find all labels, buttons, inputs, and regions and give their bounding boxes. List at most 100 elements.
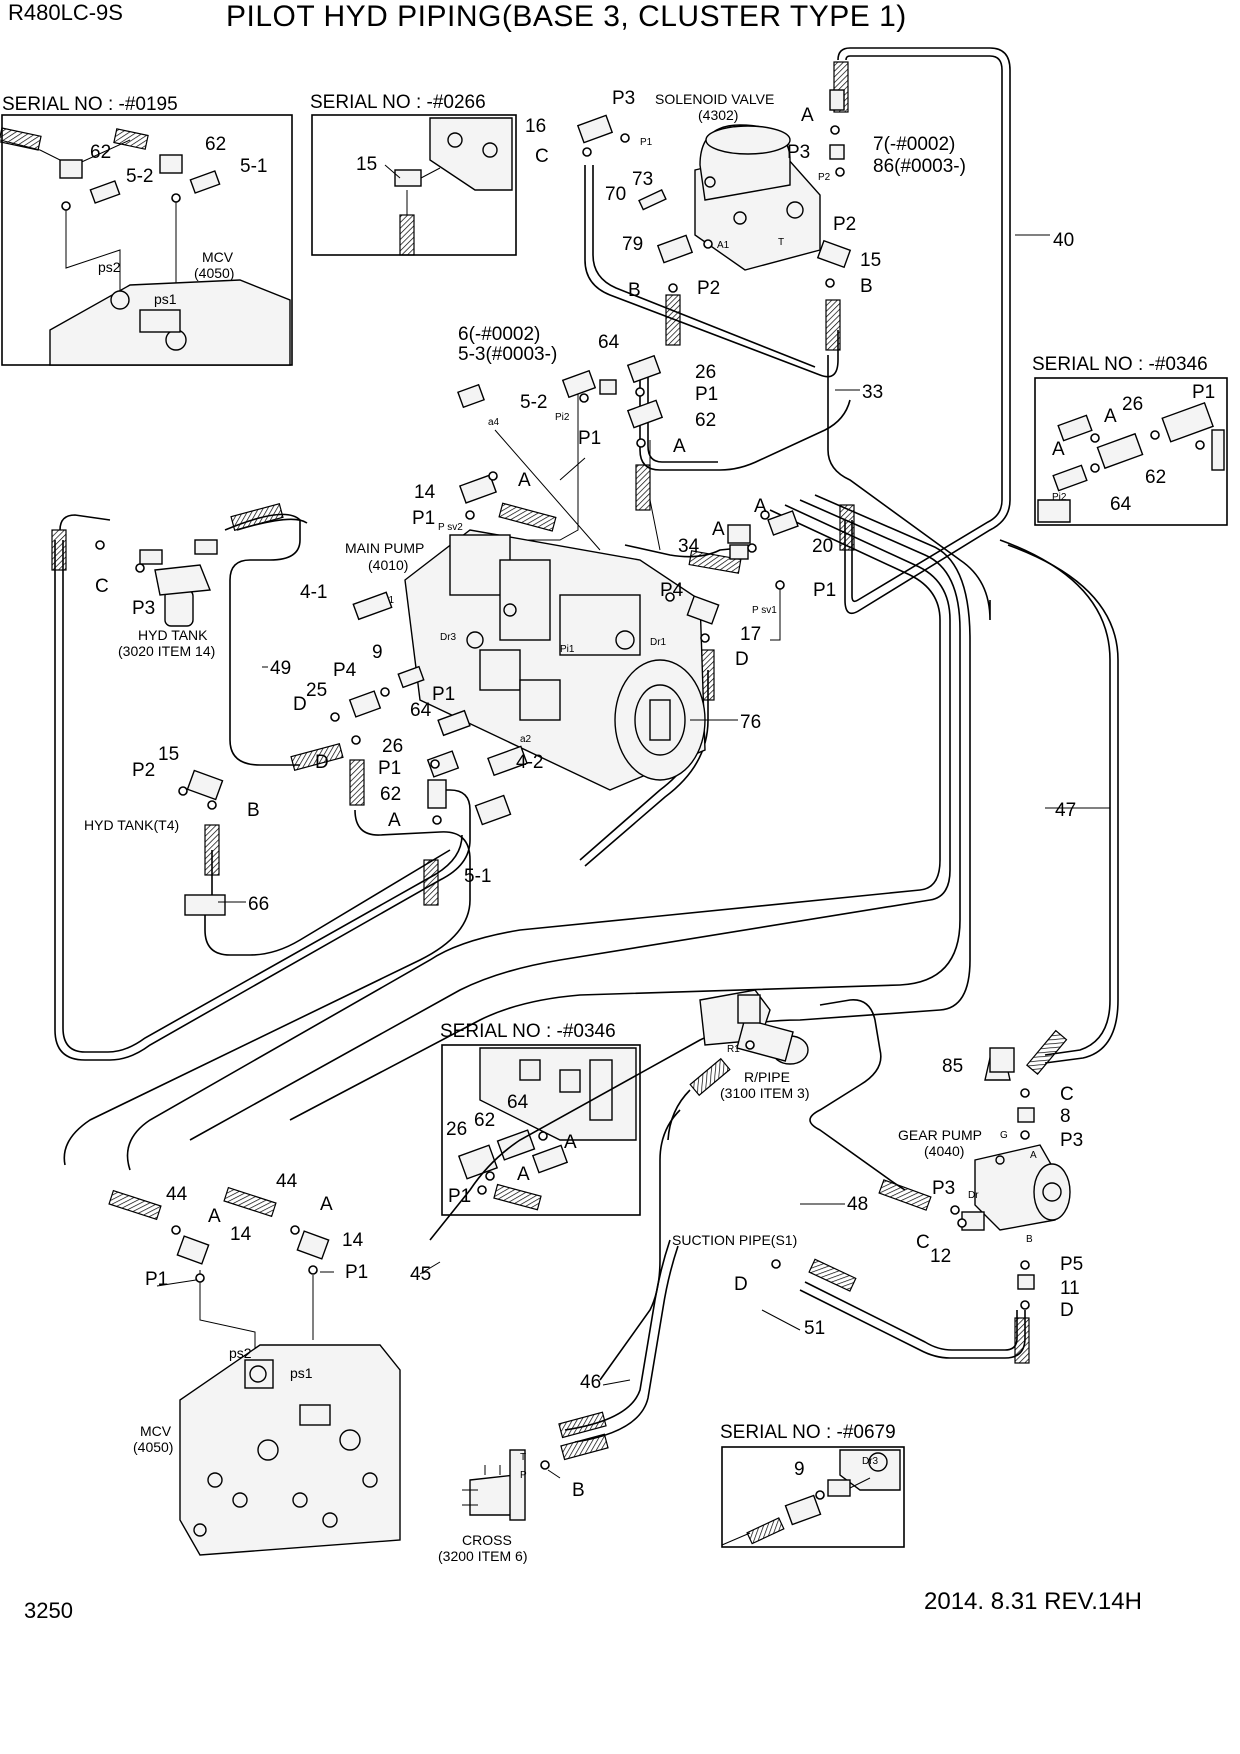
fittings bbox=[139, 89, 1035, 1290]
svg-text:79: 79 bbox=[622, 234, 643, 255]
revision-date: 2014. 8.31 REV.14H bbox=[924, 1588, 1142, 1615]
svg-text:A: A bbox=[388, 810, 401, 831]
port-psv2: P sv2 bbox=[438, 522, 463, 533]
svg-text:A: A bbox=[518, 470, 531, 491]
o-rings bbox=[95, 125, 1030, 1470]
svg-text:P3: P3 bbox=[787, 142, 810, 163]
svg-text:P1: P1 bbox=[378, 758, 401, 779]
svg-text:A: A bbox=[320, 1194, 333, 1215]
svg-text:26: 26 bbox=[695, 362, 716, 383]
main-pump-label: MAIN PUMP bbox=[345, 540, 424, 556]
svg-text:C: C bbox=[535, 146, 549, 167]
svg-text:A: A bbox=[712, 519, 725, 540]
main-pump-ref: (4010) bbox=[368, 557, 408, 573]
serial-box-0346-center: SERIAL NO : -#0346 64 62 26 A A P1 bbox=[440, 1021, 641, 1216]
hyd-tank-label: HYD TANK bbox=[138, 627, 208, 643]
callout-86: 86(#0003-) bbox=[873, 156, 966, 177]
svg-text:5-2: 5-2 bbox=[126, 166, 153, 187]
svg-text:15: 15 bbox=[158, 744, 179, 765]
svg-text:A: A bbox=[801, 105, 814, 126]
svg-text:P1: P1 bbox=[1192, 382, 1215, 403]
mcv-label-a: MCV bbox=[202, 249, 234, 265]
svg-text:85: 85 bbox=[942, 1056, 963, 1077]
cross: CROSS (3200 ITEM 6) T P bbox=[438, 1449, 527, 1564]
svg-text:B: B bbox=[247, 800, 260, 821]
pipe-network bbox=[54, 47, 1119, 1443]
hyd-tank-ref: (3020 ITEM 14) bbox=[118, 643, 215, 659]
r-pipe-label: R/PIPE bbox=[744, 1069, 790, 1085]
svg-text:9: 9 bbox=[794, 1459, 805, 1480]
svg-text:17: 17 bbox=[740, 624, 761, 645]
port-t-sv: T bbox=[778, 237, 784, 248]
svg-text:A: A bbox=[1104, 406, 1117, 427]
svg-text:20: 20 bbox=[812, 536, 833, 557]
svg-text:P2: P2 bbox=[833, 214, 856, 235]
main-pump: MAIN PUMP (4010) P sv2 P sv1 Pi1 Pi2 Dr3… bbox=[345, 412, 777, 791]
port-p1-sv: P1 bbox=[640, 137, 653, 148]
mcv-label-b: MCV bbox=[140, 1423, 172, 1439]
svg-text:49: 49 bbox=[270, 658, 291, 679]
suction-pipe-label: SUCTION PIPE(S1) bbox=[672, 1232, 797, 1248]
solenoid-valve-label: SOLENOID VALVE bbox=[655, 91, 774, 107]
svg-text:C: C bbox=[916, 1232, 930, 1253]
port-psv1: P sv1 bbox=[752, 605, 777, 616]
svg-text:14: 14 bbox=[342, 1230, 364, 1251]
svg-text:B: B bbox=[572, 1480, 585, 1501]
solenoid-valve-ref: (4302) bbox=[698, 107, 738, 123]
cross-ref: (3200 ITEM 6) bbox=[438, 1548, 527, 1564]
serial-box-0679: SERIAL NO : -#0679 Dr3 9 bbox=[720, 1422, 905, 1548]
gear-pump-ref: (4040) bbox=[924, 1143, 964, 1159]
svg-text:4-2: 4-2 bbox=[516, 752, 543, 773]
serial-label-0266: SERIAL NO : -#0266 bbox=[310, 92, 486, 113]
port-g: G bbox=[1000, 1130, 1008, 1141]
port-dr-gp: Dr bbox=[968, 1190, 979, 1201]
serial-label-0346-right: SERIAL NO : -#0346 bbox=[1032, 354, 1208, 375]
svg-text:64: 64 bbox=[507, 1092, 529, 1113]
svg-text:4-1: 4-1 bbox=[300, 582, 327, 603]
svg-text:A: A bbox=[754, 496, 767, 517]
svg-text:44: 44 bbox=[166, 1184, 188, 1205]
svg-text:A: A bbox=[564, 1132, 577, 1153]
svg-text:P5: P5 bbox=[1060, 1254, 1083, 1275]
mcv-bottom: ps2 ps1 MCV (4050) bbox=[133, 1344, 401, 1556]
mcv-ref-a: (4050) bbox=[194, 265, 234, 281]
svg-text:D: D bbox=[315, 752, 329, 773]
port-pi2-a: Pi2 bbox=[555, 412, 570, 423]
port-ps2-a: ps2 bbox=[98, 259, 121, 275]
r-pipe: R1 R/PIPE (3100 ITEM 3) bbox=[699, 989, 809, 1101]
svg-text:D: D bbox=[293, 694, 307, 715]
svg-text:P2: P2 bbox=[132, 760, 155, 781]
port-pi1: Pi1 bbox=[560, 644, 575, 655]
cross-label: CROSS bbox=[462, 1532, 512, 1548]
port-ps2-b: ps2 bbox=[229, 1345, 252, 1361]
svg-text:5-1: 5-1 bbox=[240, 156, 267, 177]
model-number: R480LC-9S bbox=[8, 0, 123, 25]
svg-text:P1: P1 bbox=[345, 1262, 368, 1283]
svg-text:15: 15 bbox=[860, 250, 881, 271]
port-dr1: Dr1 bbox=[650, 637, 667, 648]
port-pi2-b: Pi2 bbox=[1052, 492, 1067, 503]
svg-text:25: 25 bbox=[306, 680, 327, 701]
port-dr3-a: Dr3 bbox=[440, 632, 457, 643]
callout-6: 6(-#0002) bbox=[458, 324, 540, 345]
svg-text:P3: P3 bbox=[612, 88, 635, 109]
port-b-gp: B bbox=[1026, 1234, 1033, 1245]
svg-text:26: 26 bbox=[382, 736, 403, 757]
svg-text:62: 62 bbox=[380, 784, 401, 805]
svg-text:45: 45 bbox=[410, 1264, 431, 1285]
svg-text:16: 16 bbox=[525, 116, 546, 137]
svg-text:26: 26 bbox=[446, 1119, 467, 1140]
gear-pump-label: GEAR PUMP bbox=[898, 1127, 982, 1143]
svg-text:D: D bbox=[1060, 1300, 1074, 1321]
svg-text:C: C bbox=[1060, 1084, 1074, 1105]
svg-text:62: 62 bbox=[205, 134, 226, 155]
svg-text:D: D bbox=[734, 1274, 748, 1295]
callout-5-3: 5-3(#0003-) bbox=[458, 344, 557, 365]
svg-text:44: 44 bbox=[276, 1171, 298, 1192]
svg-text:48: 48 bbox=[847, 1194, 868, 1215]
svg-text:D: D bbox=[735, 649, 749, 670]
svg-text:A: A bbox=[673, 436, 686, 457]
port-p2-sv: P2 bbox=[818, 172, 831, 183]
serial-label-0679: SERIAL NO : -#0679 bbox=[720, 1422, 896, 1443]
svg-text:P1: P1 bbox=[578, 428, 601, 449]
